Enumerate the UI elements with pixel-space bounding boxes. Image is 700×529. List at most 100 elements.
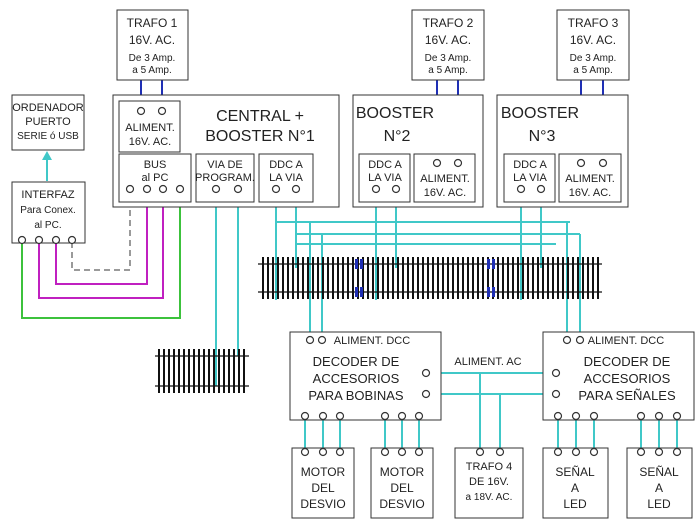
track-sleeper: [178, 349, 180, 393]
track-sleeper: [397, 257, 399, 299]
booster-3-ddc-1: DDC A: [513, 159, 547, 171]
ordenador-l3: SERIE ó USB: [17, 131, 79, 142]
track-sleeper: [198, 349, 200, 393]
booster-3-ddc-subbox: [503, 153, 556, 203]
track-sleeper: [292, 257, 294, 299]
track-sleeper: [238, 349, 240, 393]
bus-wires: [21, 190, 181, 319]
track-sleeper: [307, 257, 309, 299]
track-sleeper: [357, 257, 359, 299]
central-ddc-2: LA VIA: [269, 172, 303, 184]
track-sleeper: [282, 257, 284, 299]
trafo-2-box: [411, 9, 485, 81]
ordenador-l2: PUERTO: [25, 116, 71, 128]
trafo-4-l3: a 18V. AC.: [466, 492, 513, 503]
trafo-3-volt: 16V. AC.: [570, 33, 616, 47]
trafo-4-l1: TRAFO 4: [466, 461, 512, 473]
terminals: [17, 106, 682, 457]
central-bus-subbox: [118, 153, 192, 203]
decoder-bobinas-l2: ACCESORIOS: [313, 371, 400, 386]
senal-1-l1: SEÑAL: [555, 465, 595, 479]
track-sleeper: [477, 257, 479, 299]
track-sleeper: [502, 257, 504, 299]
booster-2-aliment-2: 16V. AC.: [424, 187, 466, 199]
track-sleeper: [362, 257, 364, 299]
track-sleeper: [527, 257, 529, 299]
track-sleeper: [557, 257, 559, 299]
track-sleeper: [322, 257, 324, 299]
booster-2-aliment-subbox: [413, 153, 476, 203]
booster-2-ddc-2: LA VIA: [368, 172, 402, 184]
decoder-bobinas-aliment: ALIMENT. DCC: [334, 335, 410, 347]
track-sleeper: [163, 349, 165, 393]
track-sleeper: [168, 349, 170, 393]
track-sleeper: [228, 349, 230, 393]
track-sleeper: [562, 257, 564, 299]
senal-1-box: [542, 447, 609, 519]
track-sleeper: [547, 257, 549, 299]
track-sleeper: [577, 257, 579, 299]
booster-3-aliment-2: 16V. AC.: [569, 187, 611, 199]
track-sleeper: [572, 257, 574, 299]
track-sleeper: [317, 257, 319, 299]
trafo-3-amp1: De 3 Amp.: [570, 53, 617, 64]
track-sleeper: [582, 257, 584, 299]
decoder-senales-l1: DECODER DE: [584, 354, 671, 369]
track-sleeper: [537, 257, 539, 299]
track-sleeper: [337, 257, 339, 299]
track-sleeper: [158, 349, 160, 393]
decoder-senales-l3: PARA SEÑALES: [578, 388, 676, 403]
track-sleeper: [302, 257, 304, 299]
track-sleeper: [262, 257, 264, 299]
central-via-program-subbox: [195, 153, 255, 203]
track-sleeper: [452, 257, 454, 299]
senal-2-l2: A: [655, 481, 663, 495]
track-sleeper: [437, 257, 439, 299]
central-ddc-1: DDC A: [269, 159, 303, 171]
track-sleeper: [467, 257, 469, 299]
track-sleeper: [597, 257, 599, 299]
motor-1-l1: MOTOR: [301, 465, 346, 479]
booster-3-aliment-1: ALIMENT.: [565, 173, 615, 185]
track-sleeper: [512, 257, 514, 299]
senal-2-l1: SEÑAL: [639, 465, 679, 479]
decoder-senales-aliment: ALIMENT. DCC: [588, 335, 664, 347]
track-sleeper: [567, 257, 569, 299]
booster-2-title-1: BOOSTER: [356, 105, 434, 122]
senal-2-l3: LED: [647, 497, 671, 511]
track-sleeper: [392, 257, 394, 299]
track-sleeper: [387, 257, 389, 299]
track-sleeper: [223, 349, 225, 393]
booster-3-title-2: N°3: [529, 128, 556, 145]
track-sleeper: [203, 349, 205, 393]
motor-2-l2: DEL: [390, 481, 414, 495]
trafo-2-volt: 16V. AC.: [425, 33, 471, 47]
central-via-2: PROGRAM.: [195, 172, 255, 184]
track-sleeper: [412, 257, 414, 299]
track-sleeper: [487, 257, 489, 299]
interfaz-l1: INTERFAZ: [21, 189, 74, 201]
track-sleeper: [427, 257, 429, 299]
trafo-2-amp2: a 5 Amp.: [428, 65, 467, 76]
senal-1-l2: A: [571, 481, 579, 495]
motor-1-l3: DESVIO: [300, 497, 345, 511]
track-sleeper: [407, 257, 409, 299]
motor-2-l1: MOTOR: [380, 465, 425, 479]
central-aliment-2: 16V. AC.: [129, 136, 171, 148]
motor-1-l2: DEL: [311, 481, 335, 495]
interfaz-l3: al PC.: [34, 220, 61, 231]
decoder-bobinas-l1: DECODER DE: [313, 354, 400, 369]
central-ddc-subbox: [258, 153, 314, 203]
track-sleeper: [592, 257, 594, 299]
track-sleeper: [497, 257, 499, 299]
track-sleeper: [522, 257, 524, 299]
central-aliment-1: ALIMENT.: [125, 122, 175, 134]
trafo-3-amp2: a 5 Amp.: [573, 65, 612, 76]
pc-arrow: [42, 151, 52, 181]
track-sleeper: [312, 257, 314, 299]
track-sleeper: [517, 257, 519, 299]
aliment-ac-label: ALIMENT. AC: [454, 356, 521, 368]
decoder-senales-l2: ACCESORIOS: [584, 371, 671, 386]
track-sleeper: [213, 349, 215, 393]
